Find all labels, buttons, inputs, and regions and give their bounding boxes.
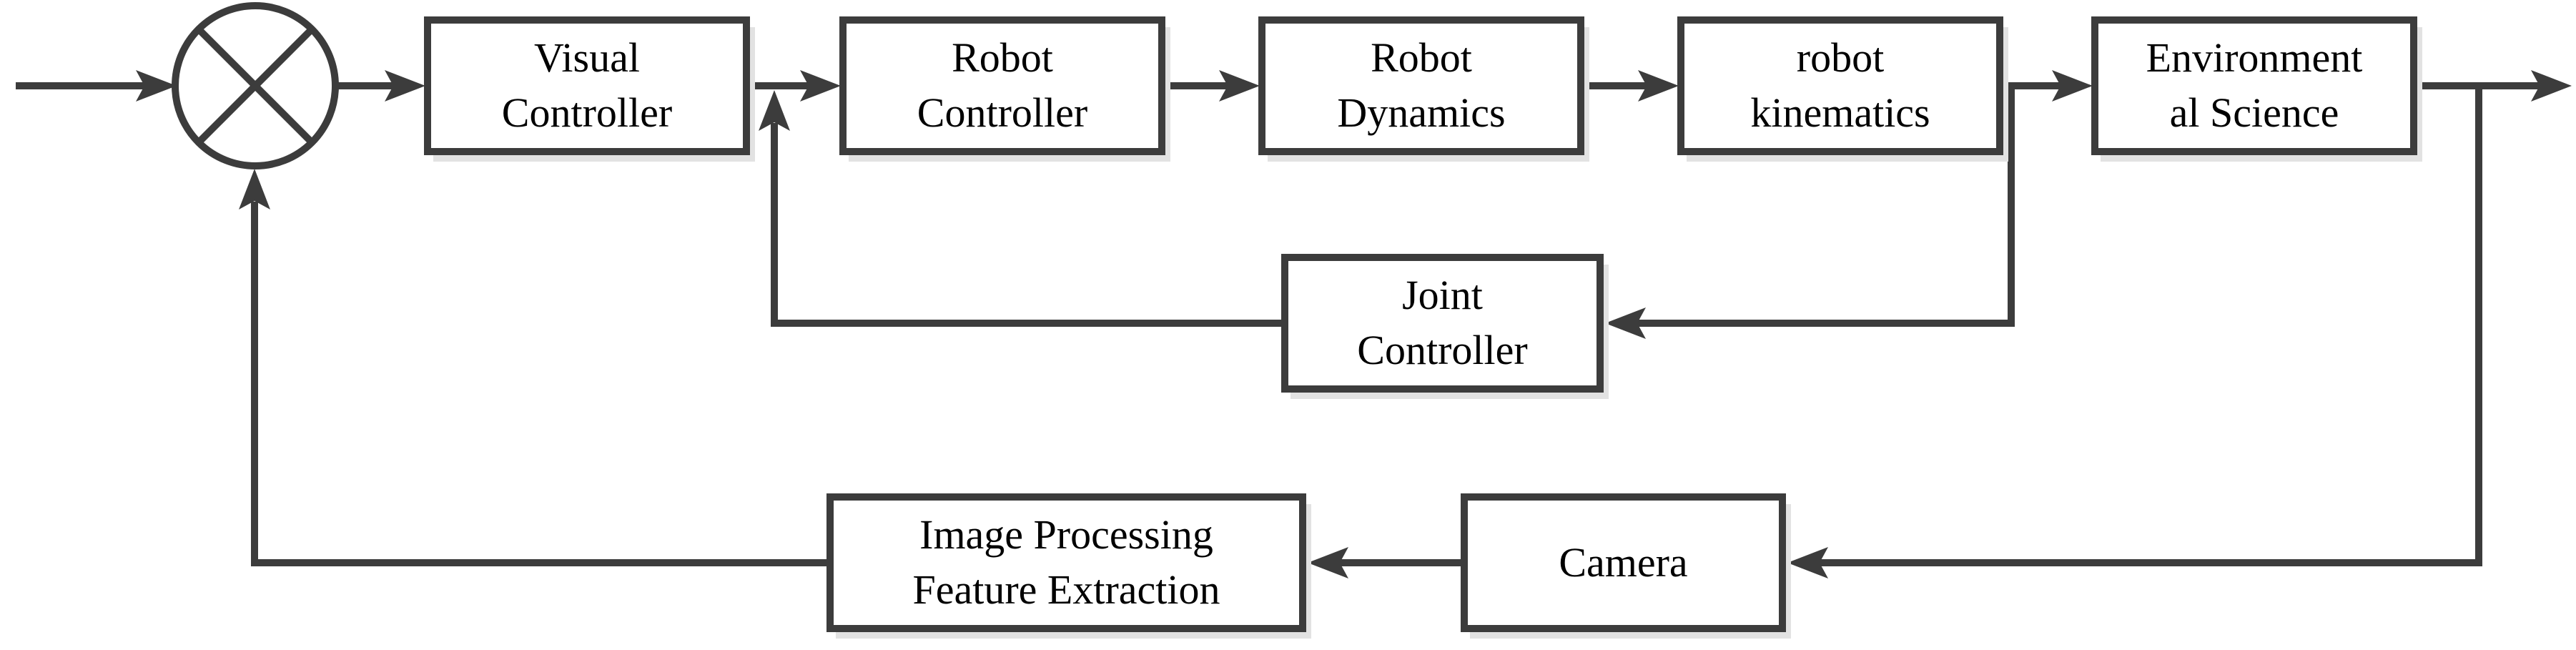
arrowhead-into-image-processing bbox=[1308, 547, 1348, 578]
block-robot-dynamics: Robot Dynamics bbox=[1258, 16, 1584, 155]
arrowhead-into-summing-junction bbox=[136, 70, 177, 102]
block-label: Camera bbox=[1559, 538, 1688, 586]
arrowhead-into-robot-dynamics bbox=[1219, 70, 1260, 102]
line-kinematics-branch-to-joint-controller bbox=[1637, 86, 2015, 327]
arrowhead-into-robot-controller bbox=[800, 70, 841, 102]
line-environment-branch-to-camera bbox=[1819, 86, 2482, 566]
arrowhead-into-joint-controller bbox=[1605, 307, 1646, 339]
arrowhead-into-visual-controller bbox=[385, 70, 425, 102]
block-label: Image Processing Feature Extraction bbox=[912, 511, 1220, 613]
line-joint-controller-to-junction bbox=[771, 123, 1281, 327]
arrowhead-into-robot-kinematics bbox=[1638, 70, 1679, 102]
arrowhead-system-output bbox=[2531, 70, 2572, 102]
arrowhead-joint-feedback-junction bbox=[759, 90, 790, 131]
block-environmental-science: Environment al Science bbox=[2091, 16, 2417, 155]
block-label: Environment al Science bbox=[2146, 34, 2363, 136]
arrowhead-into-environmental-science bbox=[2052, 70, 2093, 102]
summing-junction-cross-line-2 bbox=[196, 26, 315, 145]
arrowhead-into-camera bbox=[1787, 547, 1828, 578]
block-label: Robot Dynamics bbox=[1337, 34, 1506, 136]
block-camera: Camera bbox=[1461, 493, 1786, 632]
block-visual-controller: Visual Controller bbox=[424, 16, 750, 155]
block-joint-controller: Joint Controller bbox=[1281, 254, 1604, 393]
block-label: Visual Controller bbox=[501, 34, 673, 136]
block-label: Robot Controller bbox=[917, 34, 1088, 136]
line-image-processing-to-summing bbox=[251, 202, 826, 566]
block-label: robot kinematics bbox=[1750, 34, 1930, 136]
block-label: Joint Controller bbox=[1357, 272, 1528, 373]
arrowhead-into-summing-bottom bbox=[239, 169, 270, 210]
block-image-processing: Image Processing Feature Extraction bbox=[826, 493, 1306, 632]
block-robot-kinematics: robot kinematics bbox=[1677, 16, 2003, 155]
block-robot-controller: Robot Controller bbox=[839, 16, 1165, 155]
